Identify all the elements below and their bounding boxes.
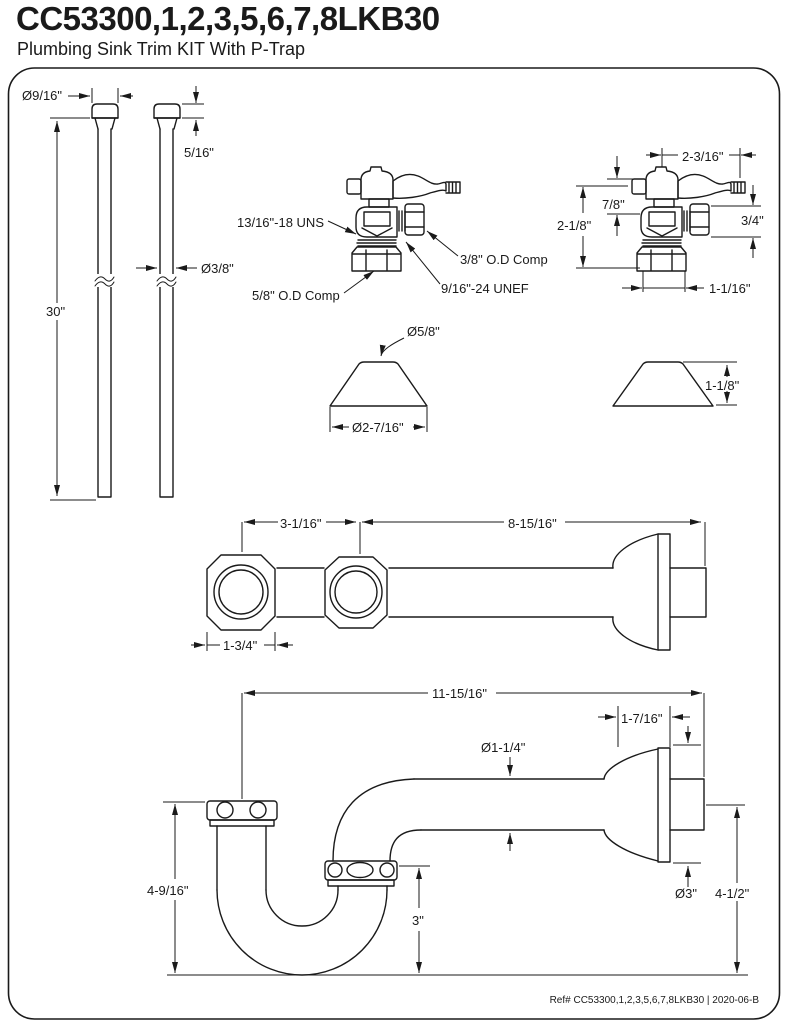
angle-stop-dimensioned-figure: 2-3/16" 7/8" 2-1/8" 3/4" 1-1/16" [555,147,766,296]
label-outlet-thread: 9/16"-24 UNEF [441,281,529,296]
p-trap-figure: 11-15/16" 1-7/16" Ø1-1/4" Ø3" 4-1/2" 4-9… [145,684,752,976]
dim-trap-flange-diameter: Ø3" [675,886,697,901]
dim-outlet-length: 1-1/16" [709,281,751,296]
angle-stop-labeled-figure: 13/16"-18 UNS 3/8" O.D Comp 9/16"-24 UNE… [237,166,548,303]
dim-supply-cap-diameter: Ø9/16" [22,88,62,103]
page-title: CC53300,1,2,3,5,6,7,8LKB30 [16,0,440,37]
dim-trap-outlet-height: 4-1/2" [715,886,750,901]
dim-supply-tube-diameter: Ø3/8" [201,261,234,276]
dim-ext-nut-spacing: 3-1/16" [280,516,322,531]
dim-outlet-height: 3/4" [741,213,764,228]
dim-ext-length: 8-15/16" [508,516,557,531]
dim-trap-wall-tube: 1-7/16" [621,711,663,726]
sheet-border [7,67,781,1020]
dim-ext-nut-width: 1-3/4" [223,638,258,653]
dim-escutcheon-base-diameter: Ø2-7/16" [352,420,404,435]
dim-supply-length: 30" [46,304,65,319]
label-inlet-compression: 5/8" O.D Comp [252,288,340,303]
dim-trap-height: 4-9/16" [147,883,189,898]
label-inlet-thread: 13/16"-18 UNS [237,215,324,230]
dim-body-height: 2-1/8" [557,218,592,233]
dim-trap-overall-length: 11-15/16" [432,686,487,701]
extension-tube-figure: 3-1/16" 8-15/16" 1-3/4" [191,514,707,655]
page-subtitle: Plumbing Sink Trim KIT With P-Trap [17,39,306,59]
dim-trap-seal-depth: 3" [412,913,424,928]
reference-number: Ref# CC53300,1,2,3,5,6,7,8LKB30 | 2020-0… [549,995,759,1006]
dim-handle-length: 2-3/16" [682,149,724,164]
dim-trap-tube-diameter: Ø1-1/4" [481,740,526,755]
dim-supply-cap-height: 5/16" [184,145,214,160]
dim-escutcheon-top-diameter: Ø5/8" [407,324,440,339]
dim-escutcheon-height: 1-1/8" [705,378,740,393]
supply-lines-figure: Ø9/16" 5/16" Ø3/8" 30" [22,86,234,501]
dim-handle-height: 7/8" [602,197,625,212]
escutcheons-figure: Ø5/8" Ø2-7/16" 1-1/8" [329,324,742,437]
label-outlet-compression: 3/8" O.D Comp [460,252,548,267]
